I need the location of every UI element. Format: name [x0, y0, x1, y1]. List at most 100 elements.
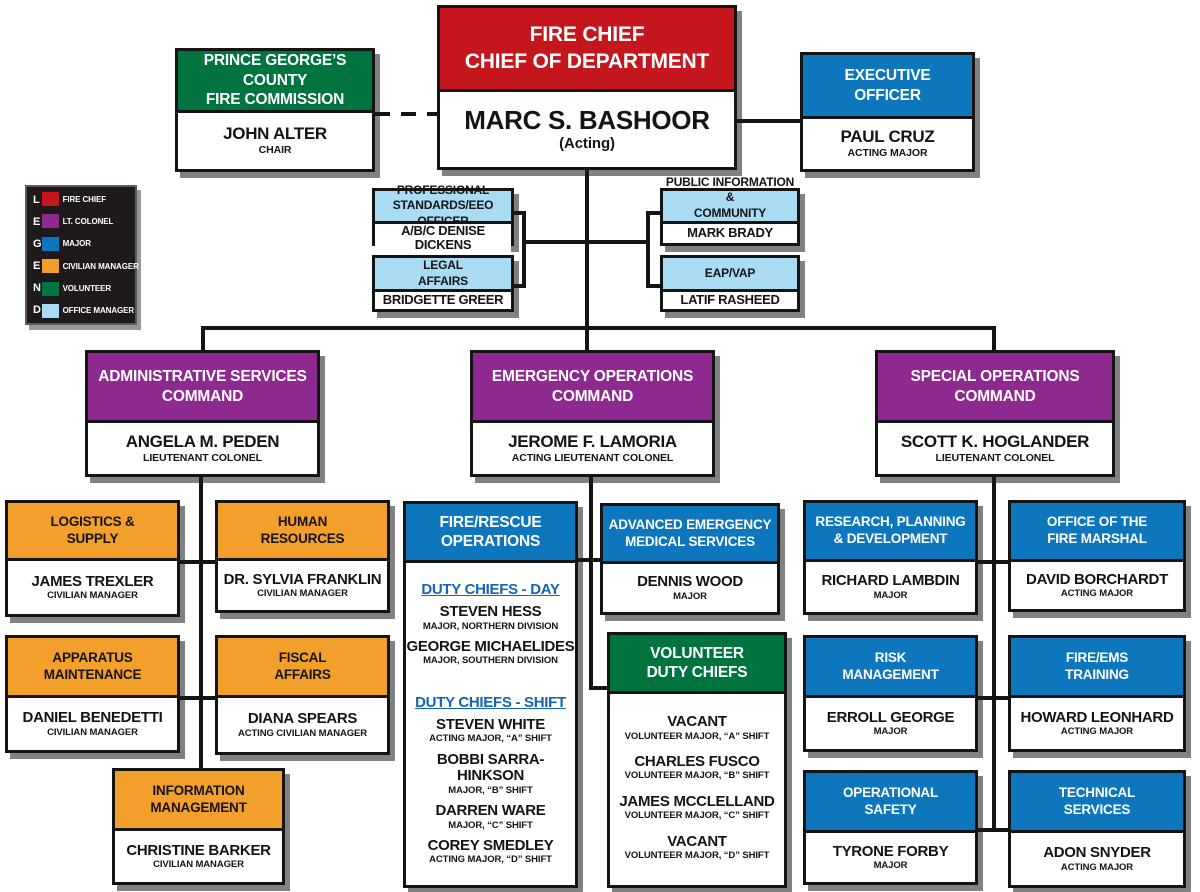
box-title: FIRE/EMS TRAINING — [1011, 638, 1183, 698]
duty-chief-entry: GEORGE MICHAELIDES MAJOR, SOUTHERN DIVIS… — [406, 637, 575, 667]
connector-soc-drop — [992, 326, 996, 352]
legend-swatch-lt-colonel — [41, 214, 59, 229]
person-name: DENNIS WOOD — [637, 573, 743, 591]
box-title: INFORMATION MANAGEMENT — [115, 771, 282, 831]
connector-executive-officer — [735, 119, 800, 123]
connector-left-staff-stub-top — [512, 211, 526, 215]
legend-swatch-major — [41, 236, 59, 251]
person-rank: CIVILIAN MANAGER — [257, 588, 348, 600]
connector-right-staff-stub-bottom — [646, 284, 662, 288]
box-title: APPARATUS MAINTENANCE — [8, 638, 177, 698]
person-name: ANGELA M. PEDEN — [125, 431, 280, 451]
person-rank: LIEUTENANT COLONEL — [935, 451, 1055, 464]
person-rank: MAJOR — [873, 860, 908, 872]
person-rank: ACTING MAJOR — [1060, 861, 1134, 873]
org-box-emergency-ops-command: EMERGENCY OPERATIONS COMMAND JEROME F. L… — [470, 350, 715, 477]
volunteer-chief-entry: VACANT VOLUNTEER MAJOR, “D” SHIFT — [624, 832, 770, 862]
legend-label: CIVILIAN MANAGER — [62, 261, 139, 271]
org-box-fire-ems-training: FIRE/EMS TRAINING HOWARD LEONHARD ACTING… — [1008, 635, 1186, 752]
person-name: HOWARD LEONHARD — [1020, 708, 1174, 726]
person-rank: MAJOR, “B” SHIFT — [448, 784, 533, 796]
org-box-fire-marshal: OFFICE OF THE FIRE MARSHAL DAVID BORCHAR… — [1008, 500, 1186, 612]
person-rank: VOLUNTEER MAJOR, “D” SHIFT — [624, 850, 770, 862]
org-box-fire-chief: FIRE CHIEF CHIEF OF DEPARTMENT MARC S. B… — [437, 5, 737, 170]
org-box-risk-management: RISK MANAGEMENT ERROLL GEORGE MAJOR — [803, 635, 978, 752]
box-title: ADMINISTRATIVE SERVICES COMMAND — [88, 353, 317, 423]
box-title: PROFESSIONAL STANDARDS/EEO OFFICER — [375, 183, 511, 228]
legend-letter: E — [33, 260, 41, 272]
connector-distribution-horizontal — [201, 326, 996, 330]
person-rank: ACTING MAJOR — [847, 147, 928, 160]
org-box-professional-standards: PROFESSIONAL STANDARDS/EEO OFFICER A/B/C… — [372, 183, 514, 253]
connector-right-staff-stub-top — [646, 211, 662, 215]
org-box-information-management: INFORMATION MANAGEMENT CHRISTINE BARKER … — [112, 768, 285, 885]
box-title: ADVANCED EMERGENCY MEDICAL SERVICES — [603, 506, 777, 564]
connector-commission-dashed — [375, 112, 437, 116]
person-name: BOBBI SARRA-HINKSON — [436, 750, 545, 785]
box-title: RESEARCH, PLANNING & DEVELOPMENT — [806, 503, 975, 562]
person-name: DR. SYLVIA FRANKLIN — [223, 570, 382, 588]
org-box-fiscal-affairs: FISCAL AFFAIRS DIANA SPEARS ACTING CIVIL… — [215, 635, 390, 755]
connector-eoc-vertical — [589, 475, 593, 690]
connector-left-staff-stub-bottom — [512, 284, 526, 288]
person-name: ADON SNYDER — [1043, 844, 1151, 862]
person-rank: CHAIR — [258, 144, 292, 157]
legend-item-civilian-manager: CIVILIAN MANAGER — [41, 259, 139, 274]
legend-label: VOLUNTEER — [62, 284, 112, 294]
connector-asc-row2-stub — [180, 696, 215, 700]
person-name: TYRONE FORBY — [832, 842, 949, 860]
person-name: GEORGE MICHAELIDES — [406, 637, 575, 655]
person-rank: MAJOR, NORTHERN DIVISION — [422, 620, 559, 632]
org-box-executive-officer: EXECUTIVE OFFICER PAUL CRUZ ACTING MAJOR — [800, 52, 975, 172]
connector-left-staff-horizontal — [522, 240, 589, 244]
person-name: DANIEL BENEDETTI — [22, 709, 163, 727]
legend-item-volunteer: VOLUNTEER — [41, 281, 139, 296]
volunteer-chief-entry: VACANT VOLUNTEER MAJOR, “A” SHIFT — [624, 713, 770, 742]
person-name: CHRISTINE BARKER — [126, 841, 271, 859]
person-rank: MAJOR, “C” SHIFT — [448, 819, 533, 831]
person-name: VACANT — [667, 832, 727, 850]
org-box-technical-services: TECHNICAL SERVICES ADON SNYDER ACTING MA… — [1008, 770, 1186, 888]
legend-label: MAJOR — [62, 239, 92, 249]
connector-asc-drop — [201, 326, 205, 352]
legend-swatch-office-manager — [41, 303, 59, 318]
legend-label: OFFICE MANAGER — [62, 306, 135, 316]
person-rank: VOLUNTEER MAJOR, “A” SHIFT — [624, 730, 770, 742]
legend-label: LT. COLONEL — [62, 216, 114, 226]
box-title: SPECIAL OPERATIONS COMMAND — [878, 353, 1112, 423]
box-title: TECHNICAL SERVICES — [1011, 773, 1183, 833]
person-name: BRIDGETTE GREER — [382, 292, 504, 308]
person-name: JAMES TREXLER — [31, 572, 154, 590]
person-rank: ACTING MAJOR, “D” SHIFT — [429, 854, 552, 866]
person-name: A/B/C DENISE DICKENS — [401, 223, 485, 253]
person-rank: CIVILIAN MANAGER — [47, 590, 138, 602]
person-name: STEVEN HESS — [439, 603, 542, 620]
person-rank: ACTING MAJOR — [1060, 588, 1134, 600]
box-title: FISCAL AFFAIRS — [218, 638, 387, 698]
org-box-fire-commission: PRINCE GEORGE’S COUNTY FIRE COMMISSION J… — [175, 48, 375, 172]
org-box-advanced-ems: ADVANCED EMERGENCY MEDICAL SERVICES DENN… — [600, 503, 780, 615]
connector-soc-row3-stub — [976, 828, 1010, 832]
person-name: JOHN ALTER — [223, 124, 327, 144]
box-title: PRINCE GEORGE’S COUNTY FIRE COMMISSION — [178, 51, 372, 113]
person-name: JAMES MCCLELLAND — [619, 792, 775, 810]
box-title: FIRE CHIEF CHIEF OF DEPARTMENT — [440, 8, 734, 92]
legend-label: FIRE CHIEF — [62, 194, 107, 204]
org-box-logistics-supply: LOGISTICS & SUPPLY JAMES TREXLER CIVILIA… — [5, 500, 180, 617]
person-name: PAUL CRUZ — [840, 127, 935, 147]
legend-letter: L — [33, 194, 40, 206]
box-title: HUMAN RESOURCES — [218, 503, 387, 561]
legend-swatch-civilian-manager — [41, 259, 59, 274]
legend-item-major: MAJOR — [41, 236, 139, 251]
legend-letter: N — [33, 282, 41, 294]
person-name: RICHARD LAMBDIN — [821, 572, 960, 590]
duty-chief-entry: COREY SMEDLEY ACTING MAJOR, “D” SHIFT — [428, 837, 554, 866]
org-box-apparatus-maintenance: APPARATUS MAINTENANCE DANIEL BENEDETTI C… — [5, 635, 180, 753]
legend-item-lt-colonel: LT. COLONEL — [41, 214, 139, 229]
person-name: DIANA SPEARS — [247, 710, 358, 728]
person-rank: CIVILIAN MANAGER — [47, 726, 138, 738]
org-box-research-planning: RESEARCH, PLANNING & DEVELOPMENT RICHARD… — [803, 500, 978, 615]
volunteer-chief-entry: CHARLES FUSCO VOLUNTEER MAJOR, “B” SHIFT — [625, 753, 770, 782]
connector-soc-row1-stub — [976, 560, 1010, 564]
